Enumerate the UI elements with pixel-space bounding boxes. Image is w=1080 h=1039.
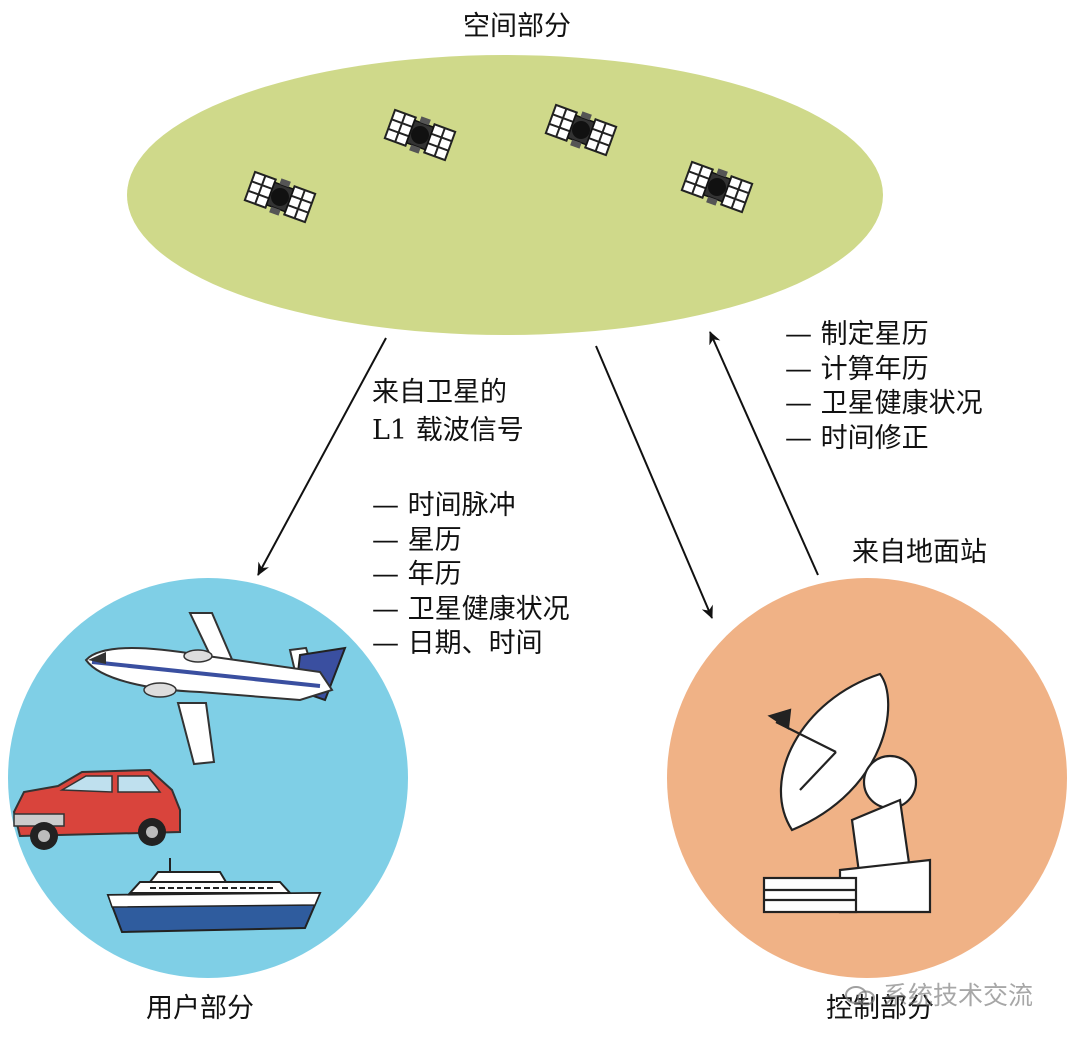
user-segment-title: 用户部分 <box>146 993 254 1024</box>
space-segment-title: 空间部分 <box>463 11 571 42</box>
uplink-item: — 计算年历 <box>785 353 929 385</box>
signal-item: — 卫星健康状况 <box>372 593 570 625</box>
uplink-item: — 卫星健康状况 <box>785 388 983 419</box>
downlink-arrow-to-user <box>257 337 387 576</box>
control-segment-title: 控制部分 <box>826 993 934 1024</box>
uplink-arrow-to-space <box>709 331 819 576</box>
ground-station-label: 来自地面站 <box>852 537 987 568</box>
car-icon <box>12 768 181 850</box>
ship-icon <box>106 858 322 934</box>
uplink-item: — 时间修正 <box>785 422 929 454</box>
watermark-text: 系统技术交流 <box>882 981 1033 1010</box>
signal-item: — 年历 <box>372 559 462 590</box>
uplink-item: — 制定星历 <box>785 319 929 350</box>
signal-item-list: — 时间脉冲 — 星历 — 年历 — 卫星健康状况 — 日期、时间 <box>372 489 570 662</box>
airplane-icon <box>84 612 347 766</box>
uplink-item-list: — 制定星历 — 计算年历 — 卫星健康状况 — 时间修正 <box>785 318 983 456</box>
signal-item: — 日期、时间 <box>372 628 543 659</box>
signal-item: — 星历 <box>372 524 462 556</box>
wechat-icon <box>845 984 875 1006</box>
watermark: 系统技术交流 <box>845 976 1033 1012</box>
signal-heading-line1: 来自卫星的 <box>372 377 507 408</box>
downlink-arrow-to-control <box>595 345 713 619</box>
signal-item: — 时间脉冲 <box>372 490 516 521</box>
space-segment-ellipse <box>127 55 883 335</box>
signal-heading-line2: L1 载波信号 <box>372 415 524 446</box>
radar-dish-icon <box>762 672 932 914</box>
